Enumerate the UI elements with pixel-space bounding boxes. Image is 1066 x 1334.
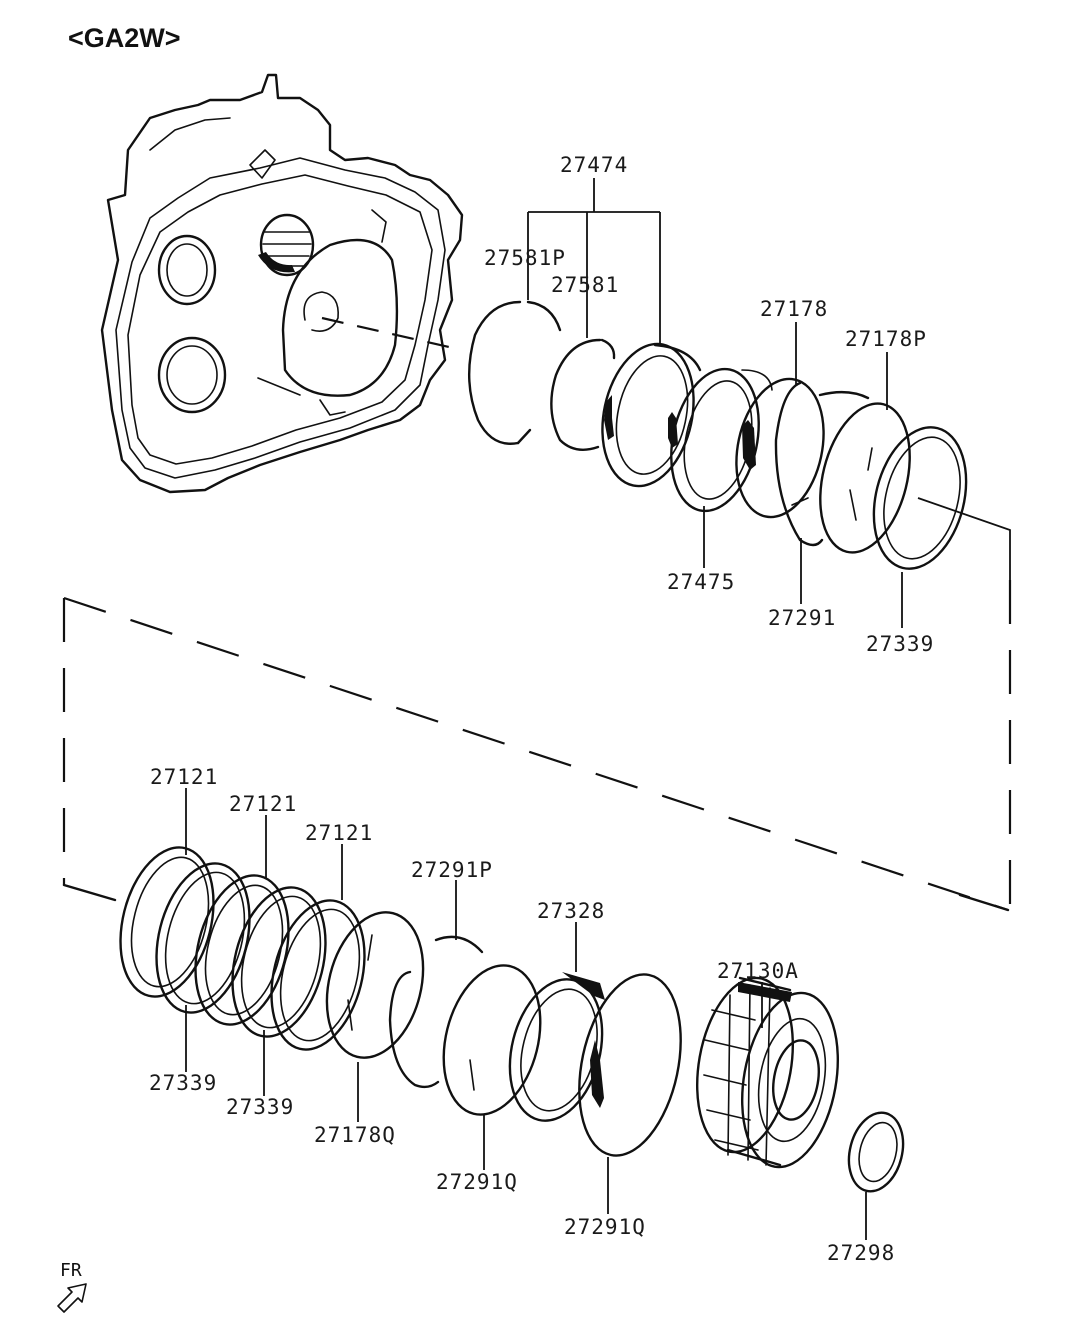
clutch-drum — [695, 976, 840, 1169]
label-27291P: 27291P — [411, 858, 493, 882]
label-27475: 27475 — [667, 570, 735, 594]
label-27298: 27298 — [827, 1241, 895, 1265]
label-27130A: 27130A — [717, 959, 799, 983]
shaft-axis-line — [321, 316, 463, 352]
model-title: <GA2W> — [68, 23, 181, 53]
lower-clutch-rings — [119, 846, 682, 1157]
label-27328: 27328 — [537, 899, 605, 923]
direction-label: FR — [60, 1260, 82, 1281]
label-27291: 27291 — [768, 606, 836, 630]
lower-leader-lines — [185, 788, 867, 1240]
label-27581P: 27581P — [484, 246, 566, 270]
label-27178Q: 27178Q — [314, 1123, 396, 1147]
upper-leader-lines — [527, 178, 1011, 628]
front-arrow-icon — [57, 1283, 87, 1313]
label-27581: 27581 — [551, 273, 619, 297]
label-27474: 27474 — [560, 153, 628, 177]
label-27121-b: 27121 — [229, 792, 297, 816]
label-27178: 27178 — [760, 297, 828, 321]
upper-clutch-rings — [468, 300, 968, 570]
label-27339-top: 27339 — [866, 632, 934, 656]
continuation-frame — [62, 580, 1012, 912]
label-27339-b: 27339 — [226, 1095, 294, 1119]
transmission-case — [100, 73, 464, 494]
label-27121-c: 27121 — [305, 821, 373, 845]
thrust-washer — [847, 1111, 905, 1193]
label-27121-a: 27121 — [150, 765, 218, 789]
label-27178P: 27178P — [845, 327, 927, 351]
label-27291Q-b: 27291Q — [564, 1215, 646, 1239]
label-27339-a: 27339 — [149, 1071, 217, 1095]
label-27291Q-a: 27291Q — [436, 1170, 518, 1194]
